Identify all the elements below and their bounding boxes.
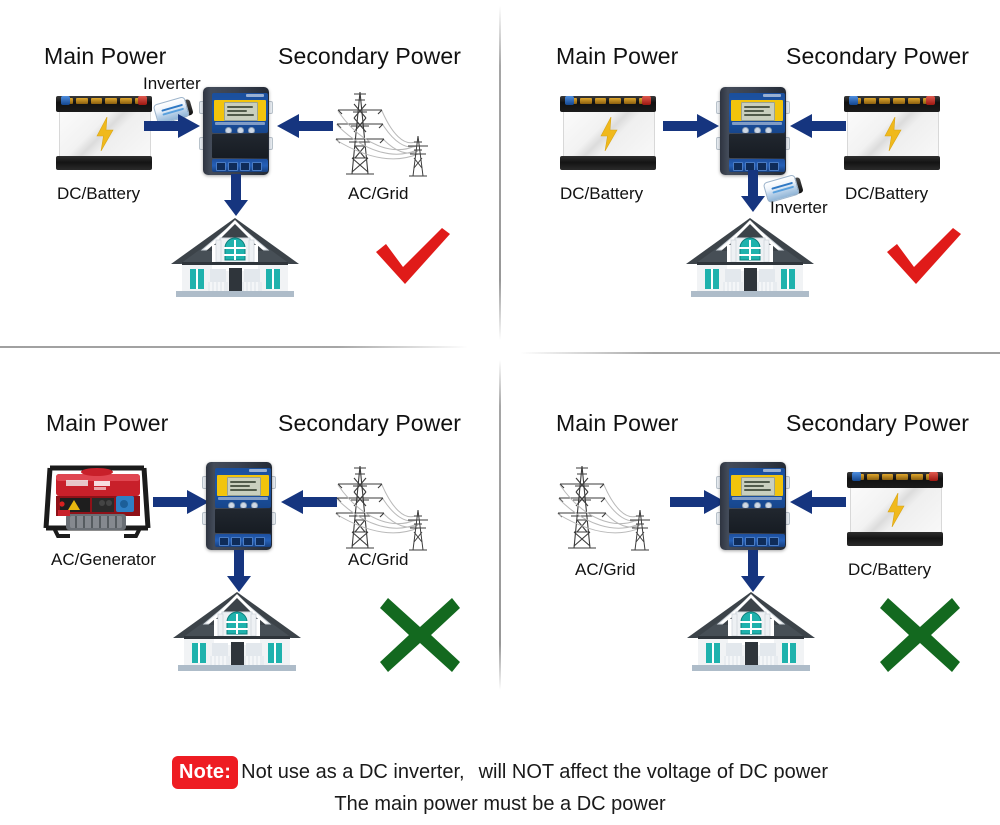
- green-cross-icon: [380, 598, 460, 672]
- red-check-icon: [887, 228, 961, 284]
- divider-vertical-bottom: [499, 360, 501, 690]
- panel4-main-source-label: AC/Grid: [575, 560, 636, 579]
- panel3-secondary-power-header: Secondary Power: [278, 410, 462, 436]
- panel2-inverter-label: Inverter: [770, 198, 828, 217]
- panel1-secondary-power-header: Secondary Power: [278, 43, 462, 69]
- panel1-secondary-source-label: AC/Grid: [348, 184, 409, 203]
- divider-vertical-top: [499, 6, 501, 340]
- power-pylon-icon: [557, 465, 650, 551]
- arrow-right-icon: [144, 114, 200, 138]
- arrow-down-icon: [741, 550, 765, 592]
- panel2-main-power-header: Main Power: [556, 43, 679, 69]
- note-text-part2: will NOT affect the voltage of DC power: [478, 761, 828, 783]
- panel4-main-power-header: Main Power: [556, 410, 679, 436]
- lightning-bolt-icon: [96, 117, 114, 151]
- red-check-icon: [376, 228, 450, 284]
- arrow-down-icon: [741, 170, 765, 212]
- panel2-main-source-label: DC/Battery: [560, 184, 644, 203]
- battery-positive-terminal: [138, 96, 147, 105]
- generator-icon: [43, 465, 151, 538]
- battery-icon: [56, 96, 152, 170]
- arrow-left-icon: [277, 114, 333, 138]
- note-line-2: The main power must be a DC power: [334, 793, 666, 815]
- charge-controller-device: [716, 85, 790, 177]
- panel-dc-battery-grid: Main Power Secondary Power Inverter: [0, 0, 500, 346]
- battery-icon: [560, 96, 656, 170]
- battery-negative-terminal: [61, 96, 70, 105]
- power-pylon-icon: [335, 465, 428, 551]
- panel2-secondary-source-label: DC/Battery: [845, 184, 929, 203]
- house-icon: [687, 592, 815, 671]
- power-pylon-icon: [335, 91, 428, 177]
- panel1-inverter-label: Inverter: [143, 74, 201, 93]
- note-line-1: Note:Not use as a DC inverter, will NOT a…: [0, 756, 1000, 789]
- note-text-part1: Not use as a DC inverter,: [241, 761, 465, 783]
- charge-controller-device: [202, 460, 276, 552]
- charge-controller-device: [199, 85, 273, 177]
- arrow-left-icon: [790, 114, 846, 138]
- panel-ac-generator-grid: Main Power Secondary Power: [0, 360, 500, 690]
- house-icon: [686, 218, 814, 297]
- arrow-down-icon: [224, 174, 248, 216]
- green-cross-icon: [880, 598, 960, 672]
- note-block: Note:Not use as a DC inverter, will NOT a…: [0, 756, 1000, 819]
- lightning-bolt-icon: [884, 117, 902, 151]
- arrow-left-icon: [790, 490, 846, 514]
- arrow-down-icon: [227, 550, 251, 592]
- panel2-secondary-power-header: Secondary Power: [786, 43, 970, 69]
- note-badge: Note:: [172, 756, 239, 789]
- lightning-bolt-icon: [887, 493, 905, 527]
- panel-dc-battery-dc-battery: Main Power Secondary Power: [500, 0, 1000, 346]
- divider-horizontal-left: [0, 346, 468, 348]
- panel4-secondary-power-header: Secondary Power: [786, 410, 970, 436]
- panel4-secondary-source-label: DC/Battery: [848, 560, 932, 579]
- arrow-right-icon: [153, 490, 209, 514]
- panel3-main-power-header: Main Power: [46, 410, 169, 436]
- panel3-main-source-label: AC/Generator: [51, 550, 156, 569]
- house-icon: [171, 218, 299, 297]
- arrow-left-icon: [281, 490, 337, 514]
- battery-icon: [847, 472, 943, 546]
- arrow-right-icon: [670, 490, 726, 514]
- panel1-main-power-header: Main Power: [44, 43, 167, 69]
- panel1-main-source-label: DC/Battery: [57, 184, 141, 203]
- battery-icon: [844, 96, 940, 170]
- arrow-right-icon: [663, 114, 719, 138]
- house-icon: [173, 592, 301, 671]
- divider-horizontal-right: [520, 352, 1000, 354]
- lightning-bolt-icon: [600, 117, 618, 151]
- panel3-secondary-source-label: AC/Grid: [348, 550, 409, 569]
- panel-ac-grid-dc-battery: Main Power Secondary Power: [500, 360, 1000, 690]
- charge-controller-device: [716, 460, 790, 552]
